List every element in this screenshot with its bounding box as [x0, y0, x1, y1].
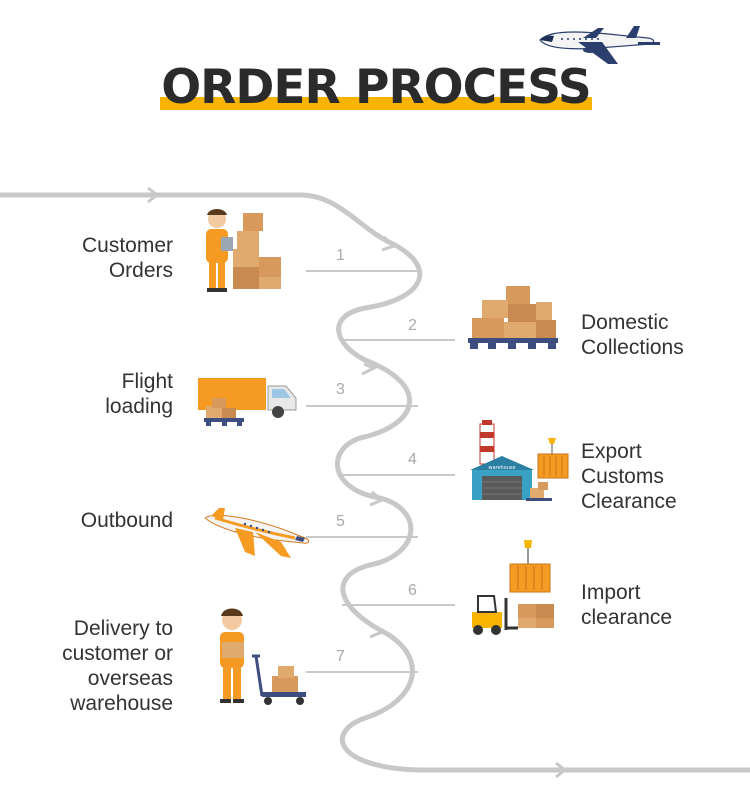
warehouse-sign: warehouse: [488, 465, 515, 471]
step-label-6: Import clearance: [581, 581, 673, 629]
warehouse-icon: warehouse: [470, 420, 569, 501]
step-number-6: 6: [408, 582, 417, 599]
step-label-3: Flight loading: [105, 370, 173, 418]
title-block: ORDER PROCESS: [160, 62, 592, 114]
boxes-on-pallet-icon: [468, 286, 558, 349]
route-path: [0, 192, 750, 773]
airplane-header-icon: [539, 26, 660, 64]
step-number-3: 3: [336, 381, 345, 398]
step-label-1: Customer Orders: [81, 234, 173, 282]
step-label-2: Domestic Collections: [581, 311, 684, 359]
step-number-4: 4: [408, 451, 417, 468]
forklift-container-icon: [472, 540, 554, 635]
step-number-1: 1: [336, 247, 345, 264]
delivery-truck-icon: [198, 378, 297, 426]
step-label-7: Delivery to customer or overseas warehou…: [62, 617, 173, 715]
step-number-5: 5: [336, 513, 345, 530]
step-label-5: Outbound: [80, 509, 173, 532]
page-title: ORDER PROCESS: [161, 60, 592, 115]
title-underline: [160, 97, 592, 110]
worker-with-boxes-icon: [206, 209, 281, 292]
step-number-7: 7: [336, 648, 345, 665]
step-number-2: 2: [408, 317, 417, 334]
worker-with-cart-icon: [220, 608, 306, 705]
step-label-4: Export Customs Clearance: [581, 440, 677, 513]
arrow-icon: [147, 186, 568, 779]
airplane-icon: [204, 508, 310, 558]
